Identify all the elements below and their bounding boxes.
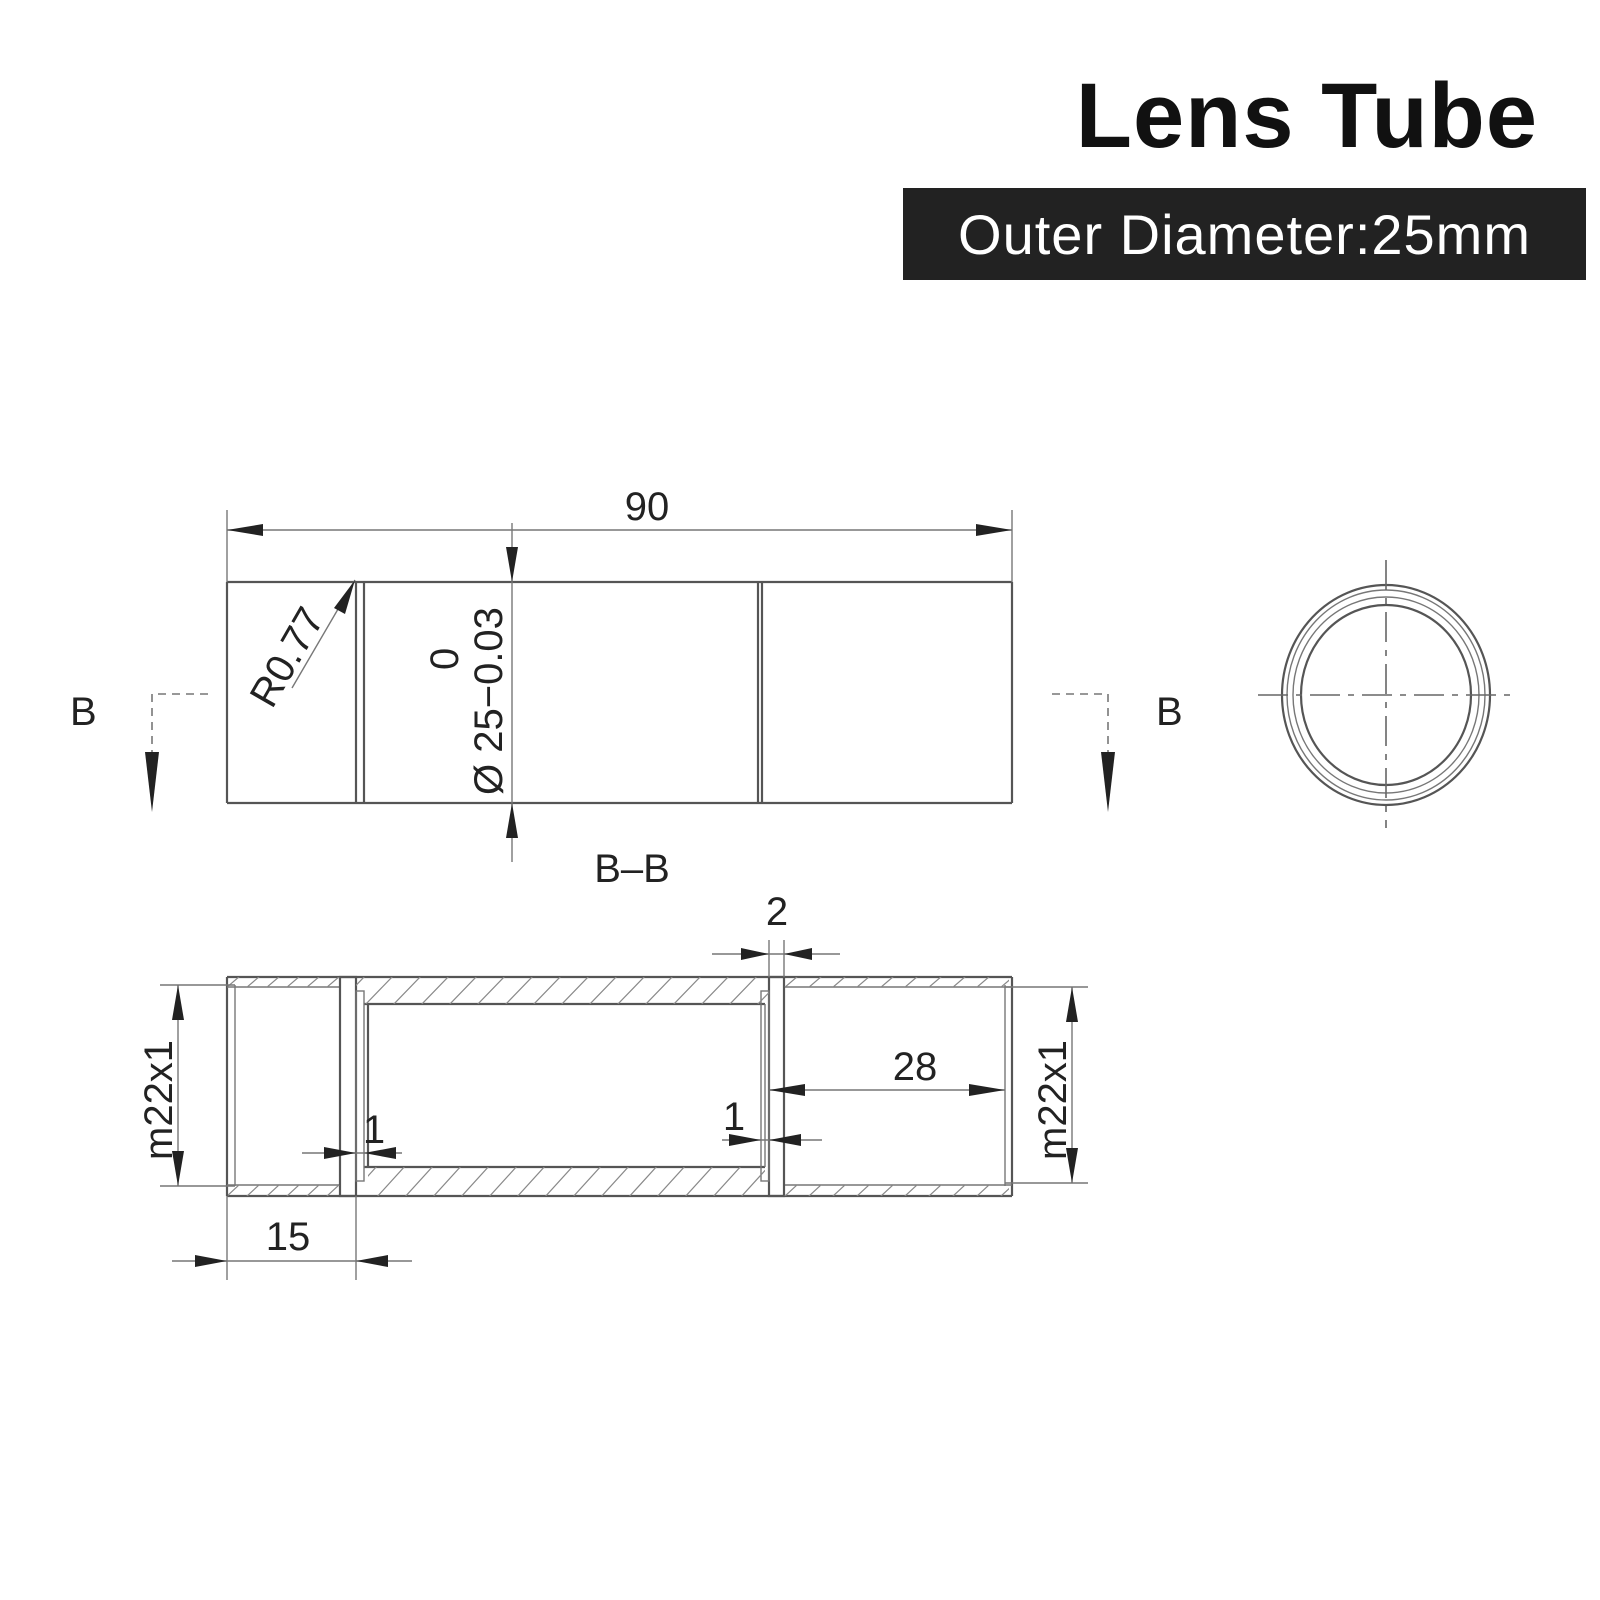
section-marker-right: B	[1052, 690, 1183, 812]
dim-thread-left: m22x1	[137, 984, 235, 1187]
dim-diameter: Ø 25−0.03 0	[423, 523, 518, 862]
page-title: Lens Tube	[1075, 65, 1538, 167]
section-title: B–B	[594, 847, 670, 891]
dim-ring-right: 1	[722, 1095, 822, 1146]
thread-hatching	[228, 977, 1009, 1196]
dim-groove-width: 2	[712, 890, 840, 977]
dim-thread-right: m22x1	[1005, 986, 1088, 1184]
section-label-left: B	[70, 690, 97, 734]
end-view	[1258, 560, 1514, 828]
dim-radius: R0.77	[242, 579, 356, 715]
section-hatching	[356, 977, 769, 1004]
dim-1-left: 1	[363, 1108, 385, 1152]
dim-28: 28	[769, 1045, 1005, 1096]
subtitle-banner: Outer Diameter:25mm	[903, 188, 1586, 280]
dim-r077: R0.77	[242, 600, 333, 714]
dim-90: 90	[625, 485, 670, 529]
dim-diameter-text: Ø 25−0.03	[467, 607, 511, 795]
dim-overall-length: 90	[226, 485, 1013, 582]
section-hatching-bottom	[368, 1167, 765, 1196]
dim-15: 15	[172, 1196, 412, 1280]
dim-ring-left: 1	[302, 1108, 402, 1159]
section-view	[225, 975, 1014, 1198]
dim-m22x1-left: m22x1	[137, 1040, 181, 1160]
dim-diameter-tol: 0	[423, 648, 467, 670]
section-label-right: B	[1156, 690, 1183, 734]
subtitle-text: Outer Diameter:25mm	[958, 202, 1531, 266]
dim-2: 2	[766, 890, 788, 934]
dim-m22x1-right: m22x1	[1031, 1040, 1075, 1160]
dim-15-text: 15	[266, 1215, 311, 1259]
side-view	[225, 580, 1014, 805]
section-marker-left: B	[70, 690, 208, 812]
dim-28-text: 28	[893, 1045, 938, 1089]
dim-1-right: 1	[723, 1095, 745, 1139]
